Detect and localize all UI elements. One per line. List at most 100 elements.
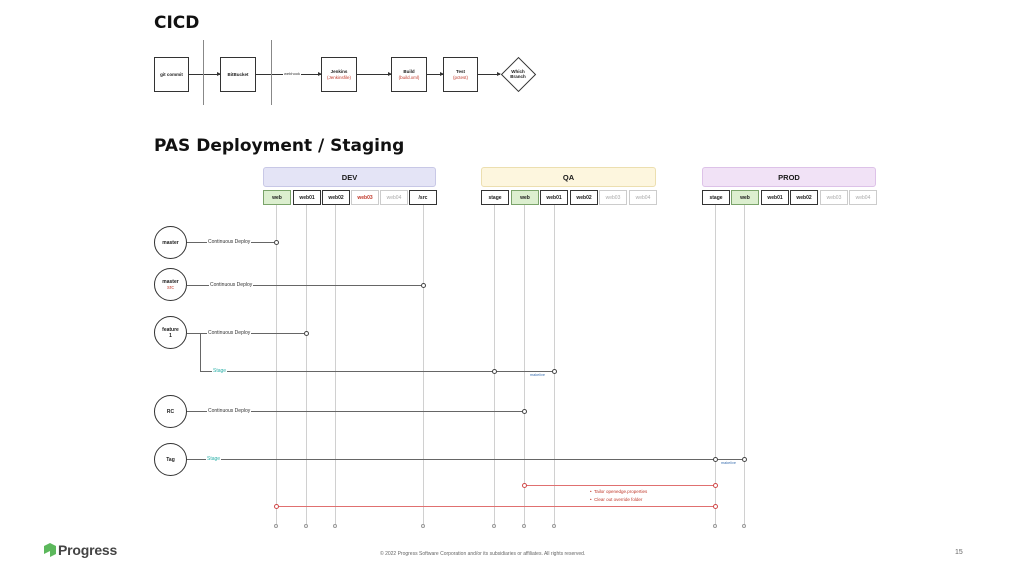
cicd-title: CICD — [154, 13, 200, 33]
stage-label: Stage — [212, 368, 228, 374]
flow-endpoint — [492, 369, 497, 374]
note-text: Clear out override folder — [594, 496, 643, 502]
jenkins-box: Jenkins (Jenkinsfile) — [321, 57, 357, 92]
flow-endpoint — [304, 331, 309, 336]
branch-rc: RC — [154, 395, 187, 428]
lifeline-end — [713, 524, 717, 528]
arrow — [478, 72, 501, 76]
branch-tag: Tag — [154, 443, 187, 476]
lifeline — [554, 205, 555, 525]
prod-col-web: web — [731, 190, 759, 205]
refresh-line — [276, 506, 715, 507]
branch-master-src-label: master — [162, 278, 179, 285]
copyright-text: © 2022 Progress Software Corporation and… — [380, 551, 586, 557]
lifeline-end — [742, 524, 746, 528]
flow-line — [187, 285, 421, 286]
flow-endpoint — [552, 369, 557, 374]
flow-endpoint — [713, 483, 718, 488]
continuous-deploy-label: Continuous Deploy — [207, 330, 252, 336]
prod-col-web04: web04 — [849, 190, 877, 205]
lifeline-end — [274, 524, 278, 528]
flow-endpoint — [274, 240, 279, 245]
lifeline — [715, 205, 716, 525]
jenkins-label: Jenkins — [330, 69, 348, 75]
lifeline — [335, 205, 336, 525]
note-text: Tailor openedge.properties — [594, 489, 648, 494]
arrow — [427, 72, 444, 76]
flow-endpoint — [522, 409, 527, 414]
qa-col-web04: web04 — [629, 190, 657, 205]
git-commit-box: git commit — [154, 57, 189, 92]
lifeline-end — [552, 524, 556, 528]
progress-logo: Progress — [42, 542, 117, 558]
refresh-line — [524, 485, 715, 486]
progress-logo-icon — [44, 543, 56, 557]
flow-endpoint — [274, 504, 279, 509]
prod-col-web02: web02 — [790, 190, 818, 205]
dev-col-web: web — [263, 190, 291, 205]
lifeline-end — [522, 524, 526, 528]
prod-col-web03: web03 — [820, 190, 848, 205]
flow-endpoint — [522, 483, 527, 488]
prod-col-stage: stage — [702, 190, 730, 205]
env-qa: QA — [481, 167, 656, 187]
qa-col-web02: web02 — [570, 190, 598, 205]
page-number: 15 — [955, 549, 963, 556]
branch-feature-label: feature 1 — [162, 326, 179, 339]
separator — [203, 40, 204, 105]
note-item: • Clear out override folder — [590, 496, 643, 502]
continuous-deploy-label: Continuous Deploy — [207, 239, 252, 245]
note-item: • Tailor openedge.properties — [590, 489, 648, 494]
lifeline — [744, 205, 745, 525]
flow-endpoint — [742, 457, 747, 462]
lifeline — [524, 205, 525, 525]
lifeline — [494, 205, 495, 525]
dev-col-web02: web02 — [322, 190, 350, 205]
env-dev: DEV — [263, 167, 436, 187]
lifeline-end — [492, 524, 496, 528]
branch-rc-label: RC — [166, 408, 175, 415]
arrow — [357, 72, 392, 76]
build-sub: (build.xml) — [398, 74, 420, 80]
webhook-label: webhook — [283, 71, 302, 76]
flow-endpoint — [713, 504, 718, 509]
branch-master-label: master — [162, 239, 179, 246]
dev-col-src: /src — [409, 190, 437, 205]
test-box: Test (pctest) — [443, 57, 478, 92]
bitbucket-label: BitBucket — [227, 71, 249, 77]
qa-col-stage: stage — [481, 190, 509, 205]
lifeline — [276, 205, 277, 525]
flow-line — [187, 459, 742, 460]
bitbucket-box: BitBucket — [220, 57, 256, 92]
test-sub: (pctest) — [452, 74, 468, 80]
stage-label: Stage — [206, 456, 222, 462]
jenkins-sub: (Jenkinsfile) — [326, 74, 351, 80]
qa-col-web01: web01 — [540, 190, 568, 205]
qa-col-web03: web03 — [599, 190, 627, 205]
continuous-deploy-label: Continuous Deploy — [207, 408, 252, 414]
branch-master: master — [154, 226, 187, 259]
dev-col-web04: web04 — [380, 190, 408, 205]
test-label: Test — [456, 69, 465, 75]
dev-col-web03: web03 — [351, 190, 379, 205]
git-commit-label: git commit — [160, 71, 183, 77]
pas-title: PAS Deployment / Staging — [154, 136, 405, 156]
decision-label: Which Branch — [510, 69, 526, 80]
branch-feature: feature 1 — [154, 316, 187, 349]
build-label: Build — [403, 69, 415, 75]
branch-master-src-sub: src — [167, 284, 174, 291]
continuous-deploy-label: Continuous Deploy — [209, 282, 254, 288]
lifeline — [423, 205, 424, 525]
progress-logo-text: Progress — [58, 542, 118, 558]
branch-master-src: master src — [154, 268, 187, 301]
env-prod: PROD — [702, 167, 876, 187]
flow-endpoint — [421, 283, 426, 288]
build-box: Build (build.xml) — [391, 57, 427, 92]
flow-line — [200, 371, 552, 372]
lifeline-end — [333, 524, 337, 528]
refresh-notes: • Tailor openedge.properties • Clear out… — [590, 488, 647, 503]
flow-endpoint — [713, 457, 718, 462]
lifeline — [306, 205, 307, 525]
lifeline-end — [421, 524, 425, 528]
branch-tag-label: Tag — [166, 456, 175, 463]
